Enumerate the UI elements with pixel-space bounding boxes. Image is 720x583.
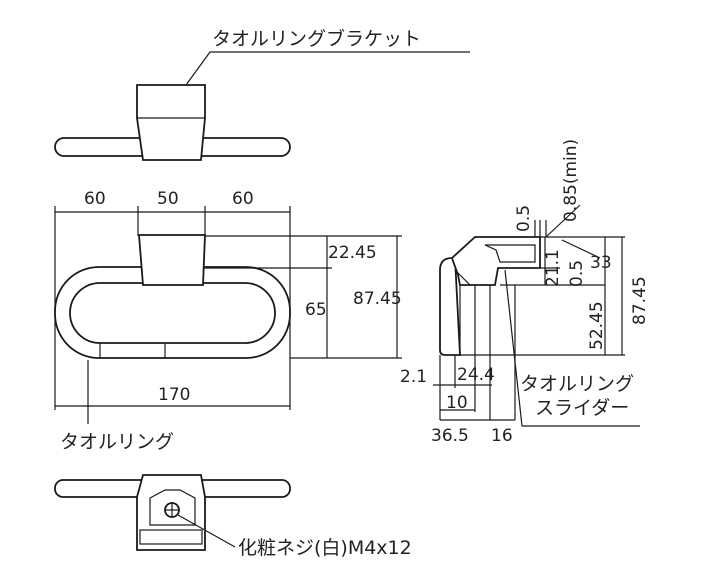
dim-33: 33 [590, 253, 612, 273]
dim-side-total-height: 87.45 [630, 276, 650, 325]
dim-top-thickness: 0.5 [514, 205, 534, 232]
bottom-view: 化粧ネジ(白)M4x12 [54, 474, 412, 559]
dim-36-5: 36.5 [431, 426, 469, 446]
dim-width-right: 60 [232, 189, 254, 209]
dim-0-5: 0.5 [567, 260, 587, 287]
bracket-leader-line [185, 51, 470, 86]
screw-leader-line [177, 514, 236, 548]
dim-width-left: 60 [84, 189, 106, 209]
dim-min-gap: 0.85(min) [561, 139, 581, 222]
dim-10: 10 [446, 393, 468, 413]
dim-width-center: 50 [157, 189, 179, 209]
side-slider-body [450, 236, 541, 286]
dim-total-width: 170 [158, 385, 190, 405]
top-view: タオルリングブラケット [54, 27, 470, 161]
ring-label: タオルリング [60, 431, 174, 453]
dim-52-45: 52.45 [587, 301, 607, 350]
dim-total-height: 87.45 [353, 289, 402, 309]
dim-ring-height: 65 [305, 300, 327, 320]
bracket-label: タオルリングブラケット [212, 27, 421, 50]
slider-label-line2: スライダー [535, 397, 629, 419]
top-view-bracket [136, 84, 206, 161]
side-view: 0.5 0.85(min) 21.1 0.5 33 52.45 87.45 2.… [400, 139, 650, 446]
dim-21-1: 21.1 [543, 249, 563, 287]
dim-2-1: 2.1 [400, 367, 427, 387]
screw-label: 化粧ネジ(白)M4x12 [238, 537, 412, 559]
front-bracket [138, 234, 206, 286]
slider-label-line1: タオルリング [520, 373, 634, 395]
slider-leader-line [504, 269, 640, 427]
dim-24-4: 24.4 [457, 365, 495, 385]
dim-16: 16 [491, 426, 513, 446]
front-view: 60 50 60 170 22.45 65 87.45 タオルリング [54, 189, 402, 453]
dim-bracket-offset: 22.45 [328, 243, 377, 263]
